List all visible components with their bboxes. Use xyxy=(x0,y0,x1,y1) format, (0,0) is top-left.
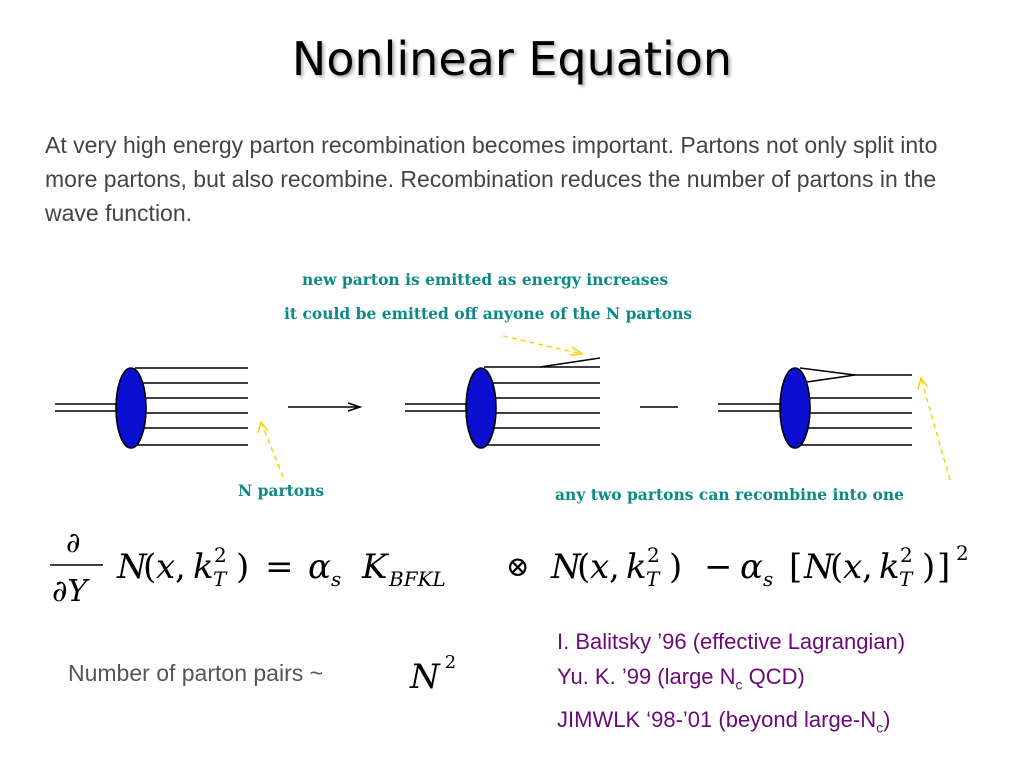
reference-jimwlk: JIMWLK ‘98-’01 (beyond large-Nc) xyxy=(557,702,905,745)
eq-alpha-2: α xyxy=(740,547,763,587)
eq-equals: = xyxy=(265,547,294,587)
eq-kernel-sub: BFKL xyxy=(388,567,446,591)
eq-lparen-2: ( xyxy=(577,547,590,587)
caption-n-partons: N partons xyxy=(238,481,325,500)
eq-minus: − xyxy=(704,547,733,587)
pairs-power: 2 xyxy=(444,652,457,673)
eq-alpha-sub-2: s xyxy=(763,567,773,591)
pointer-arrows xyxy=(257,335,951,481)
nucleus-ellipse xyxy=(465,367,497,449)
pointer-recombine xyxy=(917,376,951,481)
eq-k-sup-2: 2 xyxy=(647,543,660,567)
eq-kernel: K xyxy=(361,547,390,587)
eq-k-sup-1: 2 xyxy=(214,543,227,567)
eq-k-1: k xyxy=(193,547,214,587)
eq-square: 2 xyxy=(956,541,969,565)
diagram-emission xyxy=(405,357,601,449)
eq-lbracket: [ xyxy=(789,547,802,587)
eq-x-3: x xyxy=(843,547,862,587)
eq-otimes: ⊗ xyxy=(506,550,529,583)
ref3-tail: ) xyxy=(883,707,891,733)
reference-kovchegov: Yu. K. ’99 (large Nc QCD) xyxy=(557,659,905,702)
eq-comma-1: , xyxy=(175,547,186,587)
eq-rbracket: ] xyxy=(937,547,950,587)
eq-partial: ∂ xyxy=(66,526,80,559)
eq-n-rhs: N xyxy=(803,547,835,587)
pairs-symbol: N xyxy=(410,657,440,697)
eq-k-3: k xyxy=(879,547,900,587)
bk-equation: ∂ ∂Y N ( x , k 2 T ) = α s K BFKL ⊗ N ( … xyxy=(50,526,969,609)
diagram-initial xyxy=(55,367,248,449)
caption-recombine: any two partons can recombine into one xyxy=(555,485,905,504)
ref2-subscript: c xyxy=(735,676,743,693)
diagram-recombination xyxy=(718,367,912,449)
ref3-text: JIMWLK ‘98-’01 (beyond large-N xyxy=(557,707,877,733)
caption-any-parton: it could be emitted off anyone of the N … xyxy=(284,304,693,323)
eq-x-1: x xyxy=(156,547,175,587)
eq-k-sub-1: T xyxy=(213,567,228,591)
eq-k-sub-3: T xyxy=(899,567,914,591)
eq-lparen-1: ( xyxy=(143,547,156,587)
eq-k-2: k xyxy=(626,547,647,587)
references: I. Balitsky ’96 (effective Lagrangian) Y… xyxy=(557,624,905,746)
eq-comma-3: , xyxy=(862,547,873,587)
ref2-tail: QCD) xyxy=(742,664,805,689)
ref2-text: Yu. K. ’99 (large N xyxy=(557,664,736,689)
eq-comma-2: , xyxy=(609,547,620,587)
eq-k-sub-2: T xyxy=(646,567,661,591)
eq-rparen-1: ) xyxy=(236,547,249,587)
eq-n-mid: N xyxy=(550,547,582,587)
pointer-n-partons xyxy=(257,420,284,478)
eq-rparen-2: ) xyxy=(669,547,682,587)
eq-alpha-sub-1: s xyxy=(331,567,341,591)
eq-rparen-3: ) xyxy=(922,547,935,587)
eq-lparen-3: ( xyxy=(830,547,843,587)
caption-emission: new parton is emitted as energy increase… xyxy=(302,270,669,289)
parton-pairs-label: Number of parton pairs ~ xyxy=(68,660,324,686)
intro-paragraph: At very high energy parton recombination… xyxy=(45,132,938,226)
nucleus-ellipse xyxy=(779,367,811,449)
eq-alpha-1: α xyxy=(308,547,331,587)
eq-n-lhs: N xyxy=(116,547,148,587)
nucleus-ellipse xyxy=(115,367,147,449)
eq-x-2: x xyxy=(590,547,609,587)
eq-k-sup-3: 2 xyxy=(900,543,913,567)
reference-balitsky: I. Balitsky ’96 (effective Lagrangian) xyxy=(557,629,906,654)
pointer-emission xyxy=(502,335,584,356)
ref3-subscript: c xyxy=(876,719,884,736)
slide-title: Nonlinear Equation xyxy=(291,32,733,86)
evolution-arrow xyxy=(288,402,363,412)
eq-partial-y: ∂Y xyxy=(52,574,91,609)
